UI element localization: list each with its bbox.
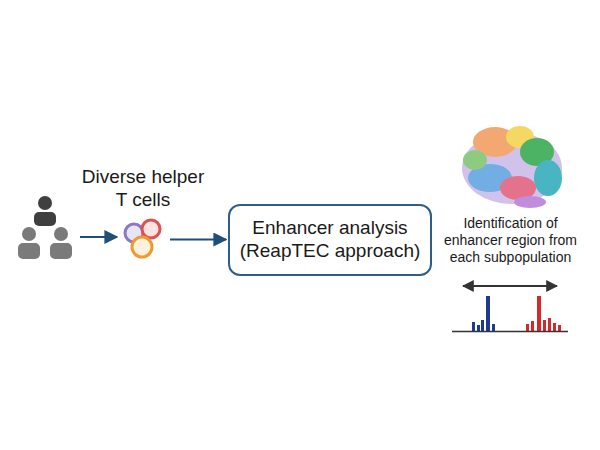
cells-icon xyxy=(125,220,160,257)
flow-arrow xyxy=(80,236,117,238)
group-heading: Diverse helper T cells xyxy=(77,166,209,212)
umap-plot xyxy=(462,126,562,208)
process-box: Enhancer analysis (ReapTEC approach) xyxy=(228,204,432,276)
people-icon xyxy=(18,196,72,259)
cell-group: Diverse helper T cells xyxy=(122,218,164,260)
result-caption: Identification of enhancer region from e… xyxy=(438,215,583,265)
double-arrow xyxy=(463,285,557,287)
box-label: Enhancer analysis (ReapTEC approach) xyxy=(238,217,422,263)
result-panel: Identification of enhancer region from e… xyxy=(438,120,583,340)
peak-bars xyxy=(452,296,568,332)
flow-arrow xyxy=(170,239,226,241)
